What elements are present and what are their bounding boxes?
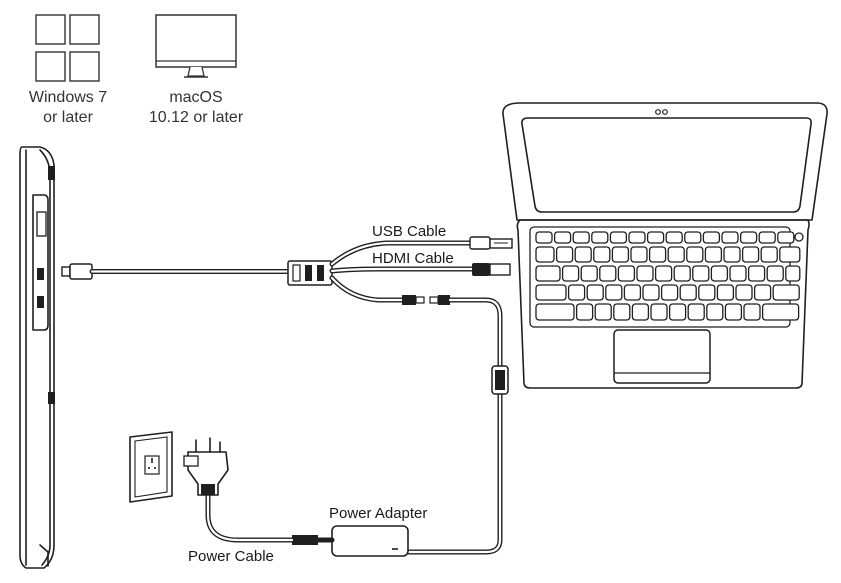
power-cable-label: Power Cable [188,548,274,565]
keyboard-key [646,231,665,244]
keyboard-key [716,284,735,301]
keyboard-key [650,303,668,321]
keyboard-key [735,284,753,301]
three-in-one-cable [61,236,513,555]
keyboard-key [739,231,758,244]
keyboard-key [723,246,741,263]
keyboard-key [706,303,724,321]
keyboard-key [679,284,697,301]
keyboard-key [743,303,761,321]
uk-plug-icon [183,437,229,496]
keyboard-key [702,231,721,244]
keyboard-key [636,265,654,282]
keyboard-key [698,284,716,301]
keyboard-key [609,231,628,244]
windows-logo-icon [35,14,100,82]
laptop-icon [502,102,828,389]
keyboard-key [599,265,617,282]
keyboard-key [630,246,648,263]
keyboard-key [747,265,766,282]
keyboard-key [684,231,702,244]
keyboard-key [605,284,623,301]
keyboard-key [535,284,567,301]
pen-display-icon [19,146,55,569]
keyboard-key [535,303,575,321]
wall-socket-icon [129,431,173,503]
mac-label-line2: 10.12 or later [149,109,244,126]
keyboard-key [553,231,572,244]
keyboard-key [660,284,679,301]
keyboard-key [724,303,743,321]
keyboard-key [593,246,611,263]
keyboard-key [555,246,574,263]
keyboard-key [594,303,612,321]
keyboard-key [665,231,683,244]
keyboard-key [648,246,667,263]
keyboard-key [535,231,553,244]
keyboard-key [535,265,561,282]
keyboard-key [686,246,704,263]
keyboard-key [687,303,705,321]
keyboard-key [777,231,795,244]
keyboard-key [779,246,801,263]
hdmi-cable-label: HDMI Cable [372,250,454,267]
keyboard-key [667,246,685,263]
windows-label-line2: or later [43,109,93,126]
keyboard-key [766,265,784,282]
keyboard-key [760,246,778,263]
keyboard-key [631,303,650,321]
keyboard-key [761,303,800,321]
keyboard-key [628,231,646,244]
mac-label-line1: macOS [169,89,222,106]
keyboard-key [572,231,590,244]
keyboard-key [561,265,580,282]
keyboard-key [772,284,800,301]
imac-icon [155,14,237,78]
keyboard-key [785,265,801,282]
keyboard-key [567,284,586,301]
keyboard-key [692,265,710,282]
keyboard-key [721,231,739,244]
windows-label-line1: Windows 7 [29,89,107,106]
keyboard-key [580,265,598,282]
keyboard [535,231,801,321]
usb-cable-label: USB Cable [372,223,446,240]
keyboard-key [710,265,729,282]
keyboard-key [611,246,630,263]
keyboard-key [729,265,747,282]
keyboard-key [591,231,609,244]
keyboard-key [642,284,660,301]
keyboard-key [654,265,673,282]
keyboard-key [741,246,760,263]
power-adapter-icon [205,492,409,557]
power-adapter-label: Power Adapter [329,505,427,522]
keyboard-key [753,284,772,301]
keyboard-key [758,231,776,244]
keyboard-key [668,303,687,321]
keyboard-key [586,284,604,301]
keyboard-key [673,265,691,282]
keyboard-key [574,246,592,263]
keyboard-key [704,246,723,263]
keyboard-key [623,284,642,301]
keyboard-key [535,246,555,263]
keyboard-key [617,265,636,282]
keyboard-key [575,303,594,321]
keyboard-key [613,303,631,321]
